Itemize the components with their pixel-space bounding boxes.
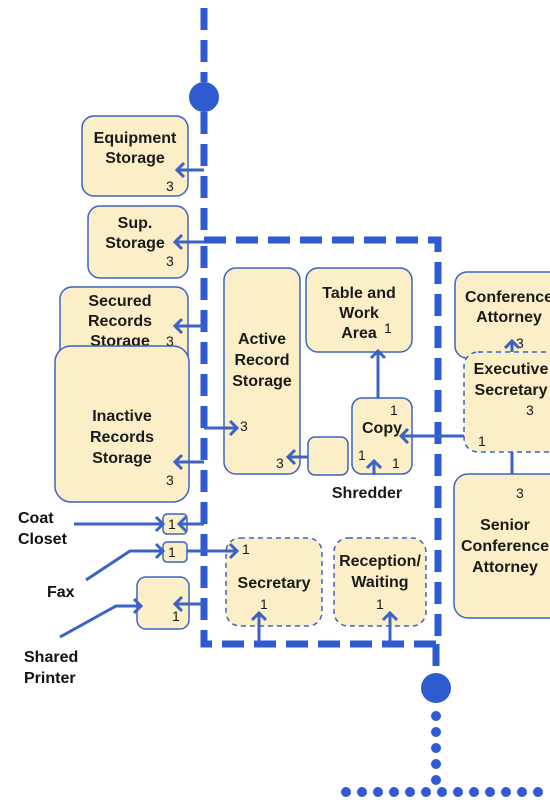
conference-attorney-label-2: Attorney: [476, 309, 542, 326]
room-senior-conference-attorney: 3 Senior Conference Attorney: [453, 473, 550, 619]
secretary-label: Secretary: [238, 575, 311, 592]
room-table-and-work-area: Table and Work Area 1: [305, 267, 413, 353]
coat-closet-pointer-arrow: [154, 515, 166, 533]
coat-closet-arrow: [176, 515, 188, 533]
fax-label: Fax: [47, 584, 75, 601]
secretary-up-arrow: [250, 610, 268, 622]
executive-secretary-label-1: Executive: [474, 361, 549, 378]
fax-pointer: [85, 549, 162, 582]
executive-secretary-label-2: Secretary: [475, 382, 548, 399]
sup-storage-num: 3: [166, 253, 174, 269]
shredder-to-copy-arrow: [365, 458, 383, 470]
reception-up-arrow: [381, 610, 399, 622]
active-record-label-3: Storage: [232, 373, 292, 390]
senior-conference-label-2: Conference: [461, 538, 549, 555]
executive-secretary-num-right: 3: [526, 402, 534, 418]
dotted-path-vertical: [431, 711, 441, 785]
shared-printer-label-2: Printer: [24, 670, 76, 687]
active-record-num-bottom: 3: [276, 455, 284, 471]
room-shredder: Shredder: [307, 436, 402, 502]
table-work-label-1: Table and: [322, 285, 396, 302]
room-active-record-storage: Active Record Storage 3 3: [223, 267, 301, 475]
copy-num-right: 1: [392, 455, 400, 471]
reception-label-1: Reception/: [339, 553, 421, 570]
sup-arrow: [172, 233, 184, 251]
copy-label: Copy: [362, 420, 402, 437]
table-work-label-3: Area: [341, 325, 377, 342]
coat-closet: 1 Coat Closet: [18, 510, 188, 548]
inactive-to-active-arrow: [228, 419, 240, 437]
room-copy: Copy 1 1 1: [351, 397, 413, 475]
shredder-to-active-arrow: [285, 448, 297, 466]
secured-records-label-2: Records: [88, 313, 152, 330]
reception-label-2: Waiting: [351, 574, 408, 591]
copy-num-top: 1: [390, 402, 398, 418]
reception-num: 1: [376, 596, 384, 612]
shared-printer-pointer-arrow: [132, 597, 144, 615]
equipment-storage-label-1: Equipment: [94, 130, 177, 147]
active-record-num-top: 3: [240, 418, 248, 434]
secured-records-num: 3: [166, 333, 174, 349]
room-executive-secretary: Executive Secretary 3 1: [463, 351, 550, 453]
room-sup-storage: Sup. Storage 3: [87, 205, 189, 279]
table-work-label-2: Work: [339, 305, 379, 322]
active-record-label-2: Record: [234, 352, 289, 369]
senior-conference-num: 3: [516, 485, 524, 501]
active-record-label-1: Active: [238, 331, 286, 348]
fax: 1 Fax: [47, 541, 188, 601]
inactive-records-label-2: Records: [90, 429, 154, 446]
room-equipment-storage: Equipment Storage 3: [81, 115, 189, 197]
room-reception-waiting: Reception/ Waiting 1: [333, 537, 427, 627]
corridor-node-top: [189, 82, 219, 112]
fax-num: 1: [168, 544, 176, 560]
table-work-num: 1: [384, 320, 392, 336]
secretary-right-arrow: [228, 542, 240, 560]
room-inactive-records-storage: Inactive Records Storage 3: [54, 345, 190, 503]
main-suite-corridor: [200, 236, 442, 648]
inactive-arrow: [172, 453, 184, 471]
inactive-records-label-3: Storage: [92, 450, 152, 467]
dotted-path-horizontal: [341, 787, 543, 797]
shredder-label: Shredder: [332, 485, 402, 502]
secured-arrow: [172, 317, 184, 335]
inactive-records-num: 3: [166, 472, 174, 488]
shared-printer-num: 1: [172, 608, 180, 624]
coat-closet-label-1: Coat: [18, 510, 54, 527]
secretary-num-top: 1: [242, 541, 250, 557]
conference-attorney-num: 3: [516, 335, 524, 351]
copy-left-arrow: [398, 427, 410, 445]
inactive-records-label-1: Inactive: [92, 408, 152, 425]
sup-storage-label-2: Storage: [105, 235, 165, 252]
corridor-node-bottom: [421, 673, 451, 703]
room-conference-attorney: Conference Attorney 3: [454, 271, 550, 359]
coat-closet-label-2: Closet: [18, 531, 68, 548]
shared-printer-label-1: Shared: [24, 649, 78, 666]
senior-conference-label-1: Senior: [480, 517, 530, 534]
secured-records-label-1: Secured: [88, 293, 151, 310]
senior-conference-label-3: Attorney: [472, 559, 538, 576]
secretary-num-bottom: 1: [260, 596, 268, 612]
shared-printer-arrow: [172, 595, 184, 613]
equipment-storage-num: 3: [166, 178, 174, 194]
equipment-storage-label-2: Storage: [105, 150, 165, 167]
sup-storage-label-1: Sup.: [118, 215, 153, 232]
shared-printer-pointer: [59, 604, 140, 639]
room-secretary: Secretary 1 1: [225, 537, 323, 627]
equipment-arrow: [174, 161, 186, 179]
conference-attorney-label-1: Conference: [465, 289, 550, 306]
fax-pointer-arrow: [154, 542, 166, 560]
table-up-arrow: [369, 348, 387, 360]
copy-num-left: 1: [358, 447, 366, 463]
coat-closet-num: 1: [168, 516, 176, 532]
executive-secretary-num-left: 1: [478, 433, 486, 449]
conference-up-arrow: [503, 338, 521, 350]
